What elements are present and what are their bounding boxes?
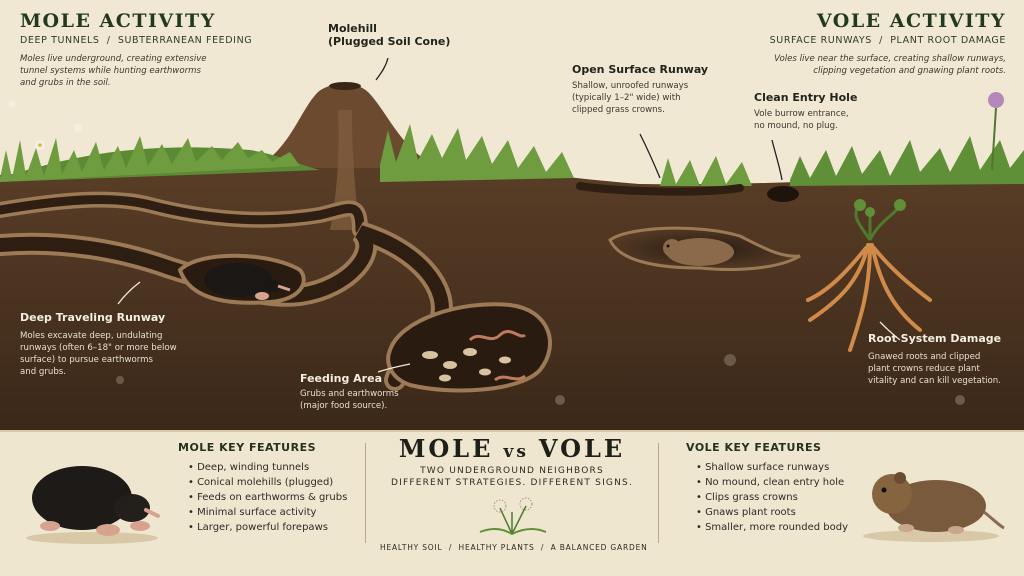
- vole-activity-subtitle: SURFACE RUNWAYS / PLANT ROOT DAMAGE: [769, 35, 1006, 46]
- mole-portrait: [26, 466, 160, 544]
- vole-feature-item: Gnaws plant roots: [696, 505, 866, 520]
- molehill-shaft: [330, 110, 360, 230]
- mole-feature-item: Larger, powerful forepaws: [188, 520, 368, 535]
- vole-activity-title: VOLE ACTIVITY: [816, 10, 1006, 32]
- mole-word: MOLE: [398, 434, 494, 463]
- mole-feature-item: Minimal surface activity: [188, 505, 368, 520]
- vole-portrait: [863, 472, 1005, 542]
- footer-tagline: HEALTHY SOIL / HEALTHY PLANTS / A BALANC…: [380, 543, 648, 552]
- deep-traveling-runway-callout: Deep Traveling Runway Moles excavate dee…: [20, 311, 220, 378]
- root-system-damage-label: Root System Damage: [868, 332, 1002, 345]
- grass-right: [790, 136, 1024, 186]
- mole-activity-description: Moles live underground, creating extensi…: [20, 54, 207, 88]
- deep-traveling-runway-label: Deep Traveling Runway: [20, 311, 166, 324]
- vole-word: VOLE: [538, 434, 626, 463]
- divider-right: [658, 443, 659, 543]
- clean-entry-hole-callout: Clean Entry Hole Vole burrow entrance,no…: [754, 91, 894, 132]
- feeding-area-callout: Feeding Area Grubs and earthworms(major …: [300, 372, 420, 412]
- arrow-root: [879, 321, 901, 341]
- arrow-entry: [771, 139, 783, 181]
- mole-feature-item: Deep, winding tunnels: [188, 460, 368, 475]
- mole-feature-item: Conical molehills (plugged): [188, 475, 368, 490]
- vole-entry-hole: [767, 186, 799, 202]
- root-system-damage-callout: Root System Damage Gnawed roots and clip…: [868, 332, 1018, 387]
- arrow-feeding: [377, 363, 411, 373]
- mole-activity-title: MOLE ACTIVITY: [20, 10, 216, 32]
- grubs: [422, 348, 511, 382]
- feeding-area-label: Feeding Area: [300, 372, 382, 385]
- molehill-label: Molehill(Plugged Soil Cone): [328, 22, 451, 48]
- grass-middle: [380, 124, 574, 182]
- vole-animal: [663, 238, 734, 266]
- divider-left: [365, 443, 366, 543]
- clean-entry-hole-label: Clean Entry Hole: [754, 91, 858, 104]
- arrow-deep: [117, 281, 141, 305]
- mole-key-features: MOLE KEY FEATURES Deep, winding tunnels …: [178, 441, 368, 535]
- plant-roots: [806, 243, 932, 352]
- vole-feature-item: No mound, clean entry hole: [696, 475, 866, 490]
- earthworms: [468, 329, 527, 382]
- clover-flower: [988, 92, 1004, 108]
- arrow-molehill: [375, 57, 389, 81]
- dandelion-sprig-icon: [479, 497, 547, 536]
- vole-activity-description: Voles live near the surface, creating sh…: [774, 54, 1006, 76]
- arrow-runway: [639, 133, 661, 179]
- clean-entry-hole-desc: Vole burrow entrance,no mound, no plug.: [754, 109, 849, 131]
- vole-features-heading: VOLE KEY FEATURES: [686, 441, 822, 454]
- mole-feature-item: Feeds on earthworms & grubs: [188, 490, 368, 505]
- open-surface-runway-callout: Open Surface Runway Shallow, unroofed ru…: [572, 63, 732, 116]
- vs-word: vs: [503, 442, 529, 462]
- vole-feature-item: Smaller, more rounded body: [696, 520, 866, 535]
- mole-activity-subtitle: DEEP TUNNELS / SUBTERRANEAN FEEDING: [20, 35, 253, 46]
- mole-animal: [204, 263, 291, 300]
- damaged-plant: [854, 199, 906, 241]
- open-surface-runway-desc: Shallow, unroofed runways(typically 1–2"…: [572, 81, 689, 115]
- soil-cross-section: [0, 57, 1024, 430]
- vole-feature-item: Shallow surface runways: [696, 460, 866, 475]
- vole-surface-runway: [576, 182, 744, 196]
- mole-features-heading: MOLE KEY FEATURES: [178, 441, 317, 454]
- molehill-opening: [329, 82, 361, 90]
- vole-feature-item: Clips grass crowns: [696, 490, 866, 505]
- vole-key-features: VOLE KEY FEATURES Shallow surface runway…: [686, 441, 866, 535]
- feeding-area-desc: Grubs and earthworms(major food source).: [300, 389, 399, 411]
- feeding-area: [386, 302, 552, 393]
- open-surface-runway-label: Open Surface Runway: [572, 63, 709, 76]
